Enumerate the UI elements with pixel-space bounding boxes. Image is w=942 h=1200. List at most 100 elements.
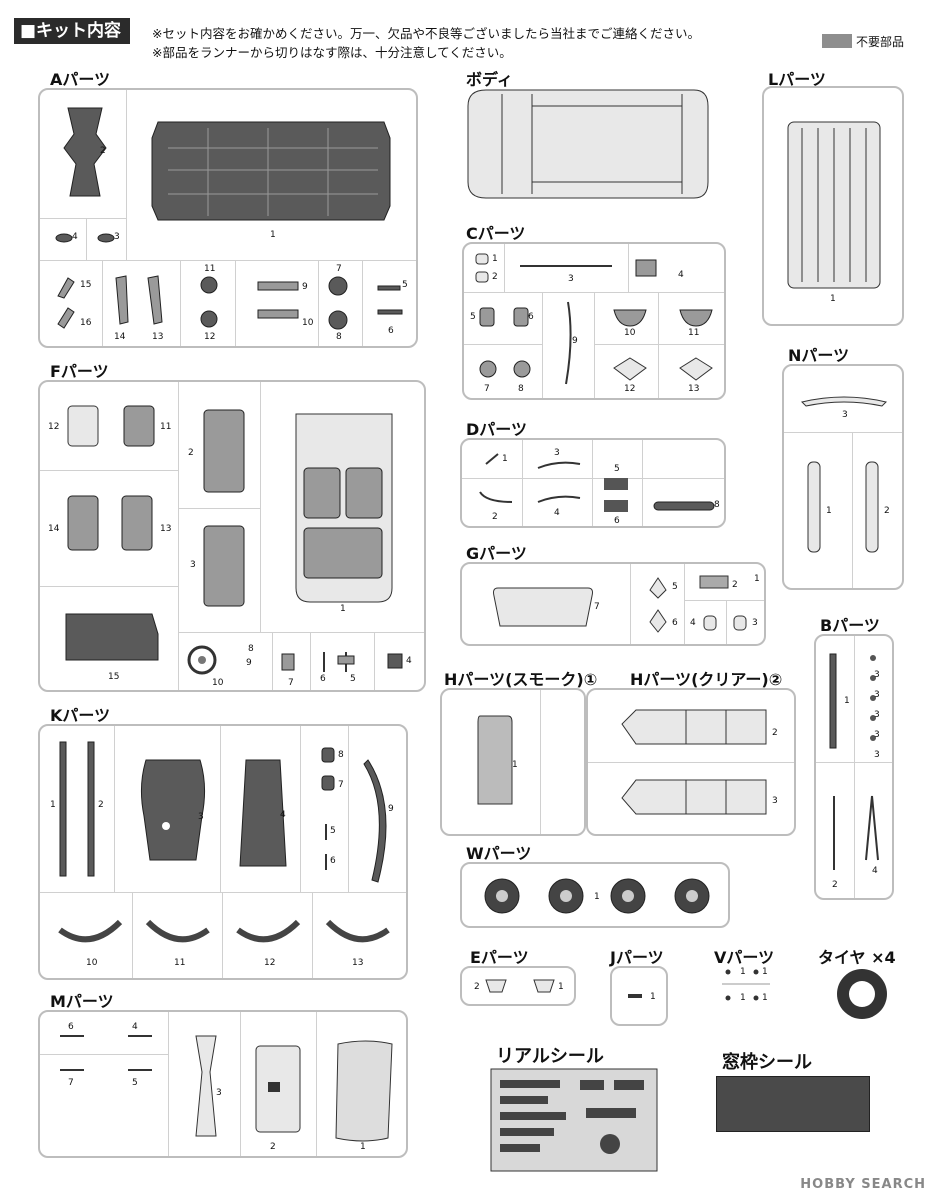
a-num-7: 7 (336, 264, 342, 274)
m2-part (255, 1045, 301, 1133)
b2-part (833, 796, 835, 870)
b-num-3e: 3 (874, 750, 880, 760)
n3-spoiler-part (801, 396, 887, 407)
f14-seat-part (67, 495, 99, 551)
k12-fender-part (236, 919, 301, 943)
g4-part (703, 615, 717, 631)
d5-d6-lens-parts (604, 478, 628, 512)
k-num-7: 7 (338, 780, 344, 790)
c-num-3: 3 (568, 274, 574, 284)
v-parts (722, 969, 770, 1001)
e1-e2-parts (485, 979, 555, 993)
f6-f5-parts (323, 652, 355, 672)
a3-part (97, 233, 115, 243)
a2-frame-part (63, 107, 107, 197)
k-num-8: 8 (338, 750, 344, 760)
e-num-1: 1 (558, 982, 564, 992)
window-frame-seal (716, 1076, 870, 1132)
section-title-l: Lパーツ (768, 70, 826, 89)
k-num-10: 10 (86, 958, 98, 968)
d-num-5: 5 (614, 464, 620, 474)
v-num-1a: 1 (740, 967, 746, 977)
h3-clear-window-part (621, 779, 767, 815)
c-num-6: 6 (528, 312, 534, 322)
m-num-1: 1 (360, 1142, 366, 1152)
section-title-w: Wパーツ (466, 844, 532, 863)
a14-a13-parts (115, 275, 163, 325)
a-num-8: 8 (336, 332, 342, 342)
m-num-4: 4 (132, 1022, 138, 1032)
h2-clear-window-part (621, 709, 767, 745)
unneeded-parts-label: 不要部品 (856, 35, 905, 49)
f7-part (281, 653, 295, 671)
v-num-1c: 1 (740, 993, 746, 1003)
g-num-3: 3 (752, 618, 758, 628)
k-num-5: 5 (330, 826, 336, 836)
m3-part (195, 1035, 217, 1137)
d1-part (485, 453, 499, 465)
h2-num-2: 2 (772, 728, 778, 738)
m-num-7: 7 (68, 1078, 74, 1088)
g2-plate-part (699, 575, 729, 589)
n-num-1: 1 (826, 506, 832, 516)
k-num-2: 2 (98, 800, 104, 810)
h2-num-3: 3 (772, 796, 778, 806)
v-num-1d: 1 (762, 993, 768, 1003)
a5-a6-parts (377, 285, 403, 315)
c4-part (635, 259, 657, 277)
d-num-8: 8 (714, 500, 720, 510)
f11-seat-part (123, 405, 155, 447)
f-num-7: 7 (288, 678, 294, 688)
k13-fender-part (325, 919, 390, 943)
k-parts-runner: 1 2 3 4 8 7 5 6 9 10 11 12 13 (38, 724, 408, 980)
f-num-6: 6 (320, 674, 326, 684)
f-num-8: 8 (248, 644, 254, 654)
f15-dashboard-part (65, 613, 159, 661)
a-num-12: 12 (204, 332, 216, 342)
c-num-9: 9 (572, 336, 578, 346)
g-num-4: 4 (690, 618, 696, 628)
c-num-11: 11 (688, 328, 700, 338)
section-title-v: Vパーツ (714, 948, 775, 967)
b-num-2: 2 (832, 880, 838, 890)
c-parts-runner: 1 2 3 4 5 6 9 10 11 7 8 12 13 (462, 242, 726, 400)
b-num-3d: 3 (874, 730, 880, 740)
f-num-2: 2 (188, 448, 194, 458)
section-title-b: Bパーツ (820, 616, 880, 635)
c-num-4: 4 (678, 270, 684, 280)
f-num-9: 9 (246, 658, 252, 668)
watermark: HOBBY SEARCH (800, 1177, 926, 1192)
h2-clear-runner: 2 3 (586, 688, 796, 836)
k-num-6: 6 (330, 856, 336, 866)
m-small-parts (60, 1035, 152, 1071)
a-num-16: 16 (80, 318, 92, 328)
f-num-1: 1 (340, 604, 346, 614)
g-num-5: 5 (672, 582, 678, 592)
f-num-12: 12 (48, 422, 60, 432)
d3-wiper-part (537, 461, 581, 469)
l-parts-runner: 1 (762, 86, 904, 326)
d-parts-runner: 1 3 5 2 4 6 8 (460, 438, 726, 528)
k9-part (363, 759, 387, 883)
d-num-2: 2 (492, 512, 498, 522)
b1-rail-part (829, 653, 837, 749)
w-num-1: 1 (594, 892, 600, 902)
k-num-1: 1 (50, 800, 56, 810)
section-title-h2: Hパーツ(クリアー)② (630, 670, 783, 689)
c-num-2: 2 (492, 272, 498, 282)
b4-part (865, 795, 879, 861)
c-num-1: 1 (492, 254, 498, 264)
j-num-1: 1 (650, 992, 656, 1002)
a9-a10-parts (257, 281, 299, 319)
c5-c6-parts (479, 307, 529, 327)
l1-roof-rack-part (787, 121, 881, 289)
k-num-3: 3 (198, 812, 204, 822)
d2-part (479, 491, 513, 503)
a-num-5: 5 (402, 280, 408, 290)
c12-c13-parts (613, 357, 713, 381)
f-num-10: 10 (212, 678, 224, 688)
a-num-14: 14 (114, 332, 126, 342)
k3-bumper-part (140, 759, 206, 861)
a-num-11: 11 (204, 264, 216, 274)
a1-chassis-part (151, 121, 391, 221)
